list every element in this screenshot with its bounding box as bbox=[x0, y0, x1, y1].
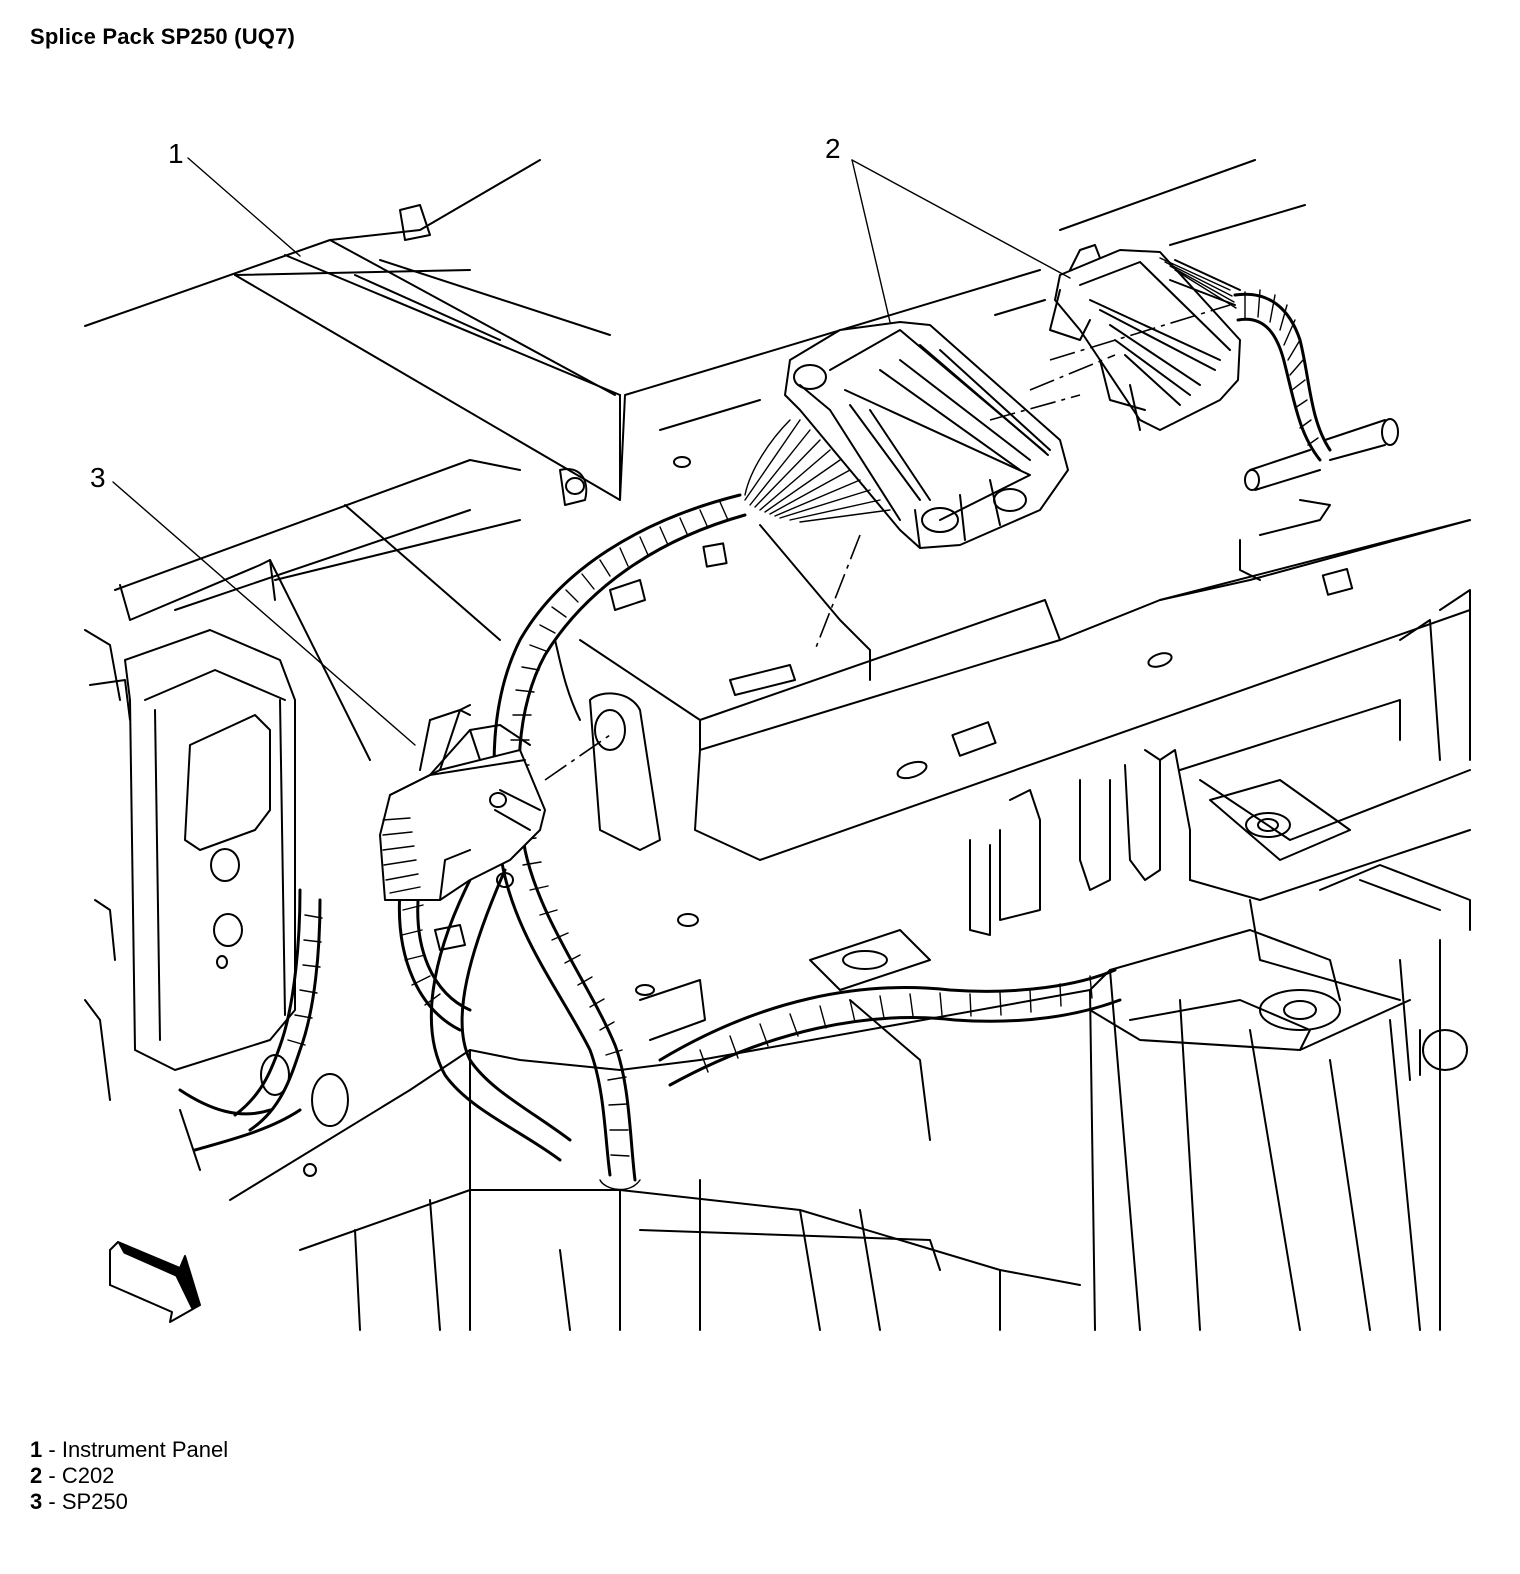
instrument-panel bbox=[84, 159, 1306, 506]
sp250-splice-pack bbox=[379, 704, 546, 951]
legend-item-1: 1 - Instrument Panel bbox=[30, 1437, 229, 1462]
legend-item-2: 2 - C202 bbox=[30, 1463, 115, 1488]
forward-arrow-icon bbox=[109, 1240, 201, 1323]
callout-leaders bbox=[112, 157, 1071, 746]
alignment-lines bbox=[544, 304, 1231, 781]
left-bracket bbox=[84, 629, 317, 1177]
wiring-harness bbox=[178, 493, 1122, 1191]
legend-label-sp250: SP250 bbox=[61, 1489, 128, 1514]
diagram-title: Splice Pack SP250 (UQ7) bbox=[30, 24, 296, 49]
callout-2: 2 bbox=[825, 133, 841, 164]
c202-connector-harness-side bbox=[1049, 244, 1399, 491]
c202-connector-ip-side bbox=[744, 321, 1069, 549]
callout-numbers: 1 2 3 bbox=[90, 133, 841, 493]
legend-item-3: 3 - SP250 bbox=[30, 1489, 128, 1514]
legend-label-c202: C202 bbox=[61, 1463, 115, 1488]
callout-1: 1 bbox=[168, 138, 184, 169]
callout-3: 3 bbox=[90, 462, 106, 493]
dash-structure bbox=[114, 459, 1471, 1001]
legend: 1 - Instrument Panel 2 - C202 3 - SP250 bbox=[30, 1437, 228, 1515]
legend-label-instrument-panel: Instrument Panel bbox=[61, 1437, 229, 1462]
lower-structure bbox=[229, 929, 1468, 1331]
panel-details bbox=[554, 542, 796, 1041]
